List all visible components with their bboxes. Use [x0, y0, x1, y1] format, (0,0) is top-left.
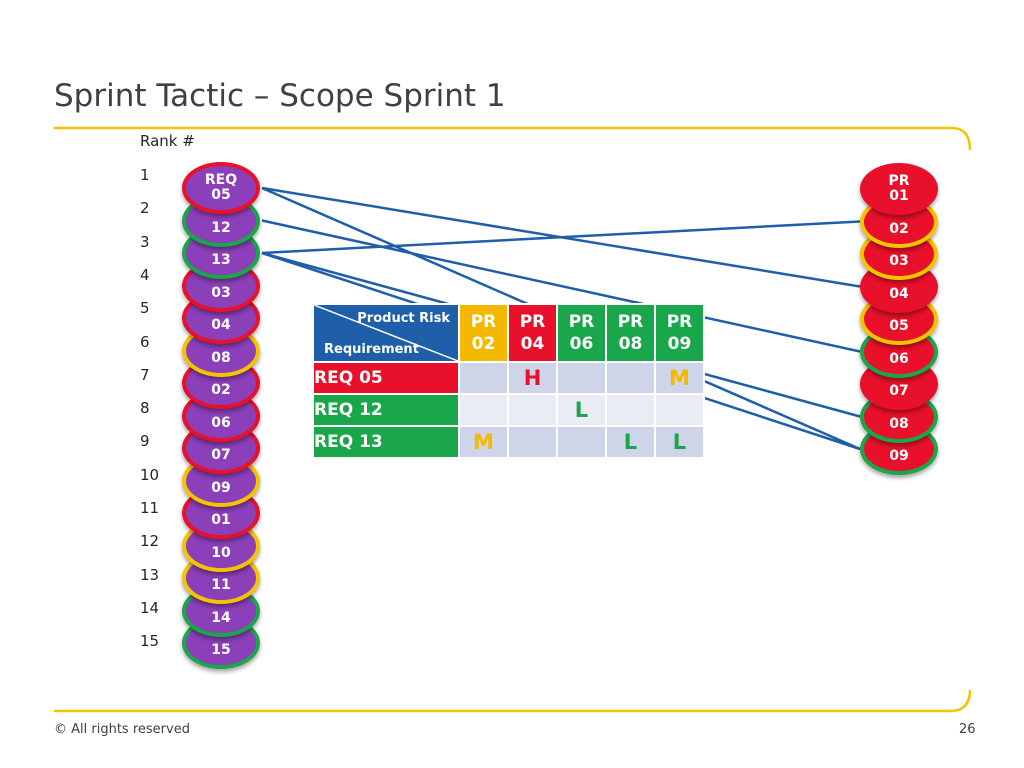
rank-number: 3	[140, 232, 150, 251]
matrix-cell: L	[556, 393, 607, 427]
corner-diagonal	[314, 305, 458, 361]
matrix-row-req05: REQ 05 H M	[312, 361, 705, 395]
matrix-cell	[507, 425, 558, 459]
pr-disc-number: 05	[889, 318, 909, 334]
matrix-cell	[556, 361, 607, 395]
connection-line	[261, 219, 861, 353]
rank-number: 13	[140, 565, 160, 584]
rank-number: 10	[140, 465, 160, 484]
req-disc-number: 10	[211, 544, 231, 561]
header-accent-line	[54, 126, 972, 151]
rank-number: 8	[140, 399, 150, 418]
pr-disc-number: 07	[889, 383, 909, 399]
row-header-req13: REQ 13	[312, 425, 460, 459]
rank-number: 14	[140, 598, 160, 617]
req-disc-number: 05	[211, 187, 231, 203]
req-disc-number: 15	[211, 642, 231, 658]
req-disc-number: 13	[211, 252, 231, 268]
req-disc-number: 04	[211, 317, 231, 333]
pr-disc-number: 03	[889, 253, 909, 269]
connection-line	[261, 220, 861, 255]
matrix-cell	[605, 393, 656, 427]
rank-column-header: Rank #	[140, 132, 195, 150]
page-number: 26	[959, 722, 976, 737]
pr-disc-number: 02	[889, 220, 909, 237]
rank-number: 12	[140, 532, 160, 551]
pr-disc-number: 04	[889, 285, 909, 302]
rank-number: 15	[140, 632, 160, 651]
rank-number: 6	[140, 332, 150, 351]
footer-copyright: © All rights reserved	[54, 722, 190, 737]
matrix-cell: L	[605, 425, 656, 459]
req-disc-number: 09	[211, 479, 231, 496]
req-disc-number: 02	[211, 382, 231, 398]
matrix-row-req12: REQ 12 L	[312, 393, 705, 427]
pr-disc-number: 09	[889, 448, 909, 464]
matrix-corner: Product Risk Requirement	[312, 303, 460, 363]
row-header-req05: REQ 05	[312, 361, 460, 395]
matrix-cell: M	[654, 361, 705, 395]
req-disc-prefix: REQ	[204, 172, 238, 188]
req-disc-number: 06	[211, 414, 231, 431]
matrix-cell	[507, 393, 558, 427]
matrix-cell: L	[654, 425, 705, 459]
pr-disc-prefix: PR	[888, 173, 910, 189]
corner-product-risk-label: Product Risk	[357, 311, 450, 326]
matrix-cell	[458, 361, 509, 395]
rank-number: 1	[140, 166, 150, 184]
matrix-cell	[556, 425, 607, 459]
rank-number: 11	[140, 499, 160, 517]
matrix-cell: M	[458, 425, 509, 459]
matrix-row-req13: REQ 13 M L L	[312, 425, 705, 459]
req-disc-number: 12	[211, 219, 231, 236]
pr-disc-number: 06	[889, 350, 909, 367]
req-disc-number: 07	[211, 447, 231, 463]
req-disc-number: 08	[211, 349, 231, 366]
footer-accent-line	[54, 689, 972, 713]
row-header-req12: REQ 12	[312, 393, 460, 427]
rank-number: 9	[140, 432, 150, 451]
pr-disc-number: 01	[889, 188, 909, 204]
corner-requirement-label: Requirement	[324, 342, 419, 357]
pr-disc-number: 08	[889, 415, 909, 432]
req-disc-number: 03	[211, 284, 231, 301]
slide-title: Sprint Tactic – Scope Sprint 1	[54, 78, 506, 114]
rank-number: 2	[140, 199, 150, 218]
rank-number: 4	[140, 265, 150, 284]
matrix-cell: H	[507, 361, 558, 395]
rank-number: 7	[140, 365, 150, 384]
rank-number: 5	[140, 299, 150, 318]
req-disc-number: 11	[211, 577, 231, 593]
matrix-cell	[458, 393, 509, 427]
req-disc-number: 14	[211, 609, 231, 626]
req-disc-number: 01	[211, 512, 231, 528]
matrix-cell	[605, 361, 656, 395]
matrix-cell	[654, 393, 705, 427]
